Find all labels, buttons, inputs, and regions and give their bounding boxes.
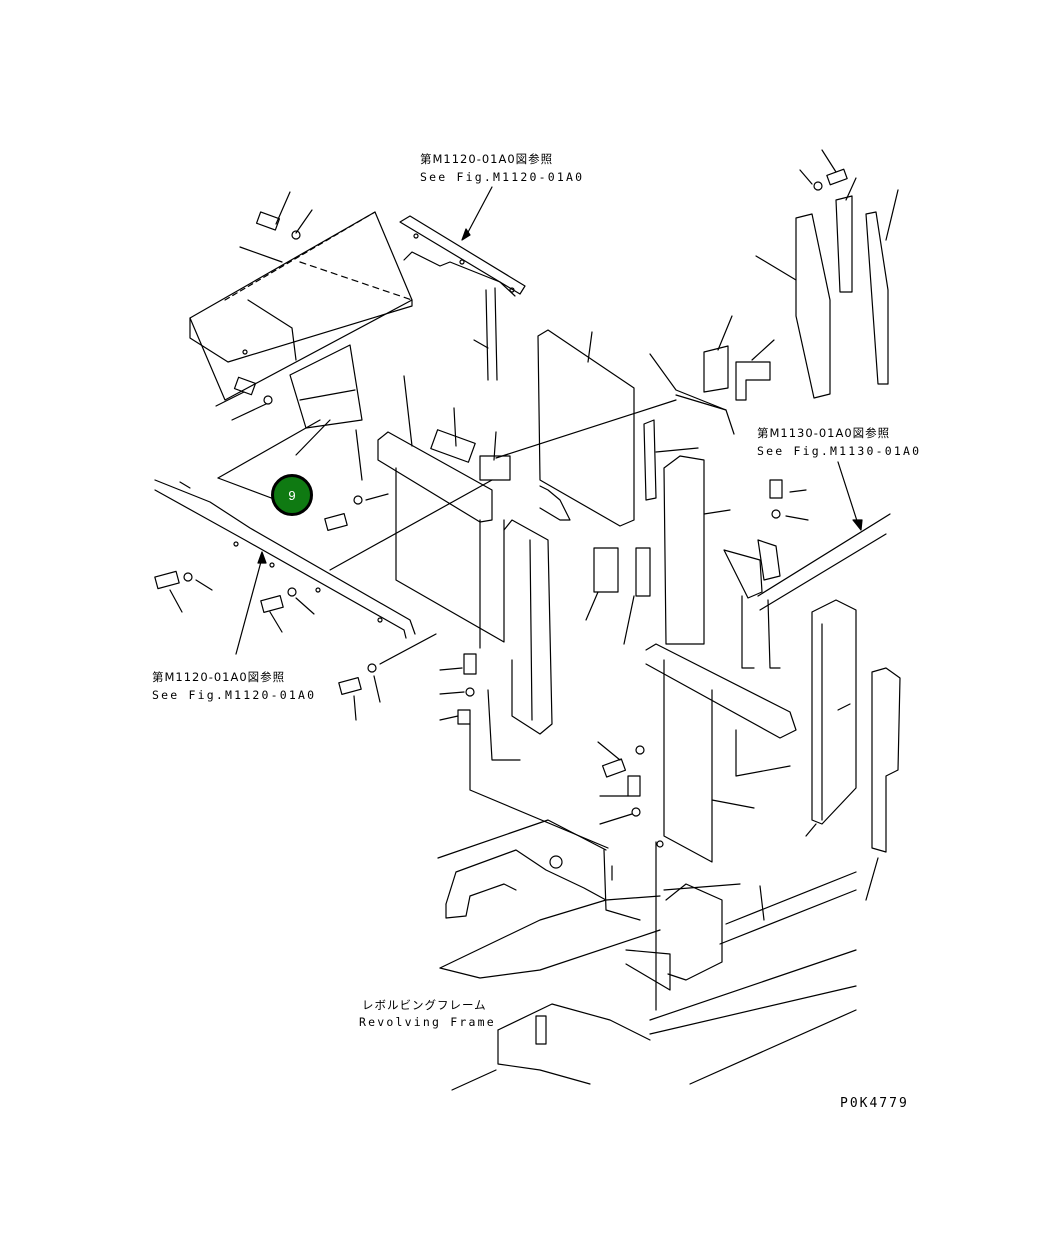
right-tall-panels [805, 599, 901, 901]
bolt-washer-top [239, 191, 313, 263]
frame-label-jp: レボルビングフレーム [362, 998, 487, 1012]
ref-jp-left: 第M1120-01A0図参照 [152, 670, 286, 684]
leader-ref-right [837, 461, 859, 525]
ref-en-right: See Fig.M1130-01A0 [757, 444, 922, 458]
ref-jp-top: 第M1120-01A0図参照 [420, 152, 554, 166]
frame-label-en: Revolving Frame [359, 1015, 496, 1029]
center-lower-support [487, 519, 553, 761]
bolts-lower-center [439, 653, 645, 849]
tall-plate [537, 329, 651, 645]
right-small-blocks [649, 315, 775, 435]
right-tall-bars [643, 419, 731, 645]
ref-en-left: See Fig.M1120-01A0 [152, 688, 317, 702]
upper-rail-bracket [399, 215, 526, 381]
lower-left-rail [154, 479, 416, 639]
bolt-washer-left [215, 376, 273, 421]
drawing-code: P0K4779 [840, 1096, 909, 1111]
bolts-lower-left [154, 493, 389, 721]
callout-number: 9 [288, 487, 296, 503]
callout-badge-9[interactable]: 9 [271, 474, 313, 516]
ref-en-top: See Fig.M1120-01A0 [420, 170, 585, 184]
ref-jp-right: 第M1130-01A0図参照 [757, 426, 891, 440]
leader-ref-top [465, 186, 493, 237]
right-rail [723, 479, 891, 669]
top-cover-plate [189, 211, 413, 401]
angle-bracket-left [289, 344, 363, 481]
revolving-frame [437, 819, 857, 1091]
lower-bracket-frame [645, 643, 797, 1011]
leader-ref-left [235, 557, 263, 655]
assembly-guide-lines [217, 399, 677, 665]
upper-right-stack [755, 149, 899, 399]
center-panel [377, 375, 511, 649]
